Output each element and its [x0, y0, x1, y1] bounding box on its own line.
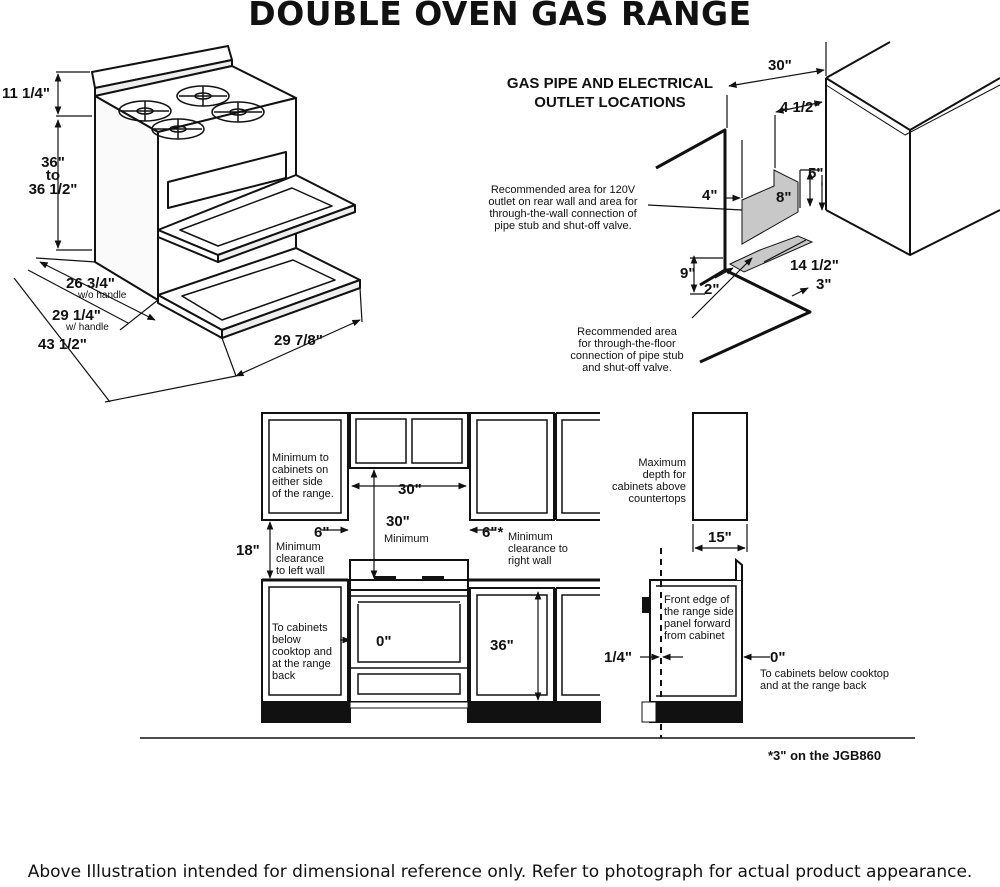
dim-gas-four-half: 4 1/2" — [780, 99, 821, 116]
dim-gas-width: 30" — [768, 57, 792, 74]
dim-gas-five: 5" — [808, 165, 824, 182]
note-line: outlet on rear wall and area for — [488, 196, 638, 208]
note-line: right wall — [508, 555, 552, 567]
dim-depth-no-handle: 26 3/4" — [66, 275, 115, 292]
dim-depth-door-open: 43 1/2" — [38, 336, 87, 353]
note-line: and at the range back — [760, 680, 867, 692]
gas-dimension-lines — [647, 42, 827, 319]
range-side-panel — [94, 95, 159, 301]
note-line: below — [272, 634, 301, 646]
note-line: cabinets above — [612, 481, 686, 493]
min-cabinet-note: Minimum to cabinets on either side of th… — [272, 452, 334, 500]
gas-section-title: GAS PIPE AND ELECTRICAL OUTLET LOCATIONS — [470, 74, 750, 112]
note-line: at the range — [272, 658, 331, 670]
front-edge-note: Front edge of the range side panel forwa… — [664, 594, 734, 642]
note-line: cooktop and — [272, 646, 332, 658]
note-line: through-the-wall connection of — [489, 208, 637, 220]
note-line: of the range. — [272, 488, 334, 500]
dim-left-gap: 6" — [314, 524, 330, 541]
note-line: To cabinets below cooktop — [760, 668, 890, 680]
note-line: depth for — [642, 469, 686, 481]
footer-disclaimer: Above Illustration intended for dimensio… — [27, 862, 973, 882]
dim-side-zero: 0" — [770, 649, 786, 666]
lower-cabinet-note: To cabinets below cooktop and at the ran… — [272, 622, 332, 682]
note-line: Front edge of — [664, 594, 730, 606]
cabinet-right — [825, 41, 1000, 256]
burner-grates — [118, 85, 265, 140]
back-wall-floor — [699, 268, 812, 364]
dim-backguard: 11 1/4" — [2, 85, 50, 102]
dim-gas-eight: 8" — [776, 189, 792, 206]
note-line: countertops — [628, 493, 686, 505]
dim-gas-nine: 9" — [680, 265, 696, 282]
note-line: Minimum — [508, 531, 553, 543]
page-title: DOUBLE OVEN GAS RANGE — [248, 0, 752, 33]
gas-title-line-1: GAS PIPE AND ELECTRICAL — [506, 75, 714, 92]
gas-title-line-2: OUTLET LOCATIONS — [534, 94, 686, 111]
dim-gas-three: 3" — [816, 276, 832, 293]
floor-outlet-note: Recommended area for through-the-floor c… — [560, 326, 694, 374]
note-line: Maximum — [638, 457, 686, 469]
dim-right-gap: 6"* — [482, 524, 504, 541]
dim-cooktop-clearance: 30" — [386, 513, 410, 530]
note-line: To cabinets — [272, 622, 328, 634]
dim-upper-width: 30" — [398, 481, 422, 498]
left-wall-note: Minimum clearance to left wall — [276, 541, 325, 577]
front-dimension-lines — [266, 469, 542, 701]
note-line: Minimum — [276, 541, 321, 553]
dim-depth-no-handle-note: w/o handle — [78, 290, 127, 301]
note-line: panel forward — [664, 618, 731, 630]
height-line: to — [45, 167, 61, 184]
note-line: pipe stub and shut-off valve. — [494, 220, 632, 232]
side-below-note: To cabinets below cooktop and at the ran… — [760, 668, 889, 692]
dim-gas-four: 4" — [702, 187, 718, 204]
left-wall — [655, 128, 727, 287]
note-line: and shut-off valve. — [582, 362, 672, 374]
dim-upper-height: 18" — [236, 542, 260, 559]
note-line: Recommended area — [577, 326, 677, 338]
note-line: from cabinet — [664, 630, 725, 642]
note-line: back — [272, 670, 296, 682]
range-dimension-lines — [13, 71, 363, 403]
cabinet-side-view — [641, 412, 748, 723]
side-dimension-lines — [640, 524, 770, 738]
wall-outlet-note: Recommended area for 120V outlet on rear… — [478, 184, 648, 232]
dim-range-height: 36" to 36 1/2" — [22, 155, 84, 197]
cabinet-front-view — [261, 412, 601, 723]
range-isometric — [91, 45, 361, 339]
dim-max-depth: 15" — [708, 529, 732, 546]
height-line: 36 1/2" — [28, 181, 78, 198]
note-line: clearance to — [508, 543, 568, 555]
dim-depth-handle: 29 1/4" — [52, 307, 101, 324]
note-line: Minimum to — [272, 452, 329, 464]
dim-front-zero: 0" — [376, 633, 392, 650]
dim-gas-fourteen-half: 14 1/2" — [790, 257, 839, 274]
note-line: cabinets on — [272, 464, 329, 476]
note-line: connection of pipe stub — [570, 350, 684, 362]
dim-gas-two: 2" — [704, 281, 720, 298]
max-depth-note: Maximum depth for cabinets above counter… — [606, 457, 686, 505]
footnote: *3" on the JGB860 — [768, 748, 882, 763]
note-line: to left wall — [276, 565, 325, 577]
gas-pipe-diagram — [655, 128, 812, 364]
note-line: either side — [272, 476, 323, 488]
height-line: 36" — [41, 154, 65, 171]
note-line: clearance — [276, 553, 324, 565]
note-line: the range side — [664, 606, 734, 618]
dim-range-width: 29 7/8" — [274, 332, 323, 349]
cooktop-clearance-note: Minimum — [384, 533, 429, 545]
dim-quarter: 1/4" — [604, 649, 632, 666]
note-line: for through-the-floor — [578, 338, 676, 350]
dim-depth-handle-note: w/ handle — [66, 322, 109, 333]
dim-counter-height: 36" — [490, 637, 514, 654]
right-wall-note: Minimum clearance to right wall — [508, 531, 568, 567]
outlet-area-wall — [741, 169, 799, 245]
note-line: Recommended area for 120V — [490, 184, 636, 196]
